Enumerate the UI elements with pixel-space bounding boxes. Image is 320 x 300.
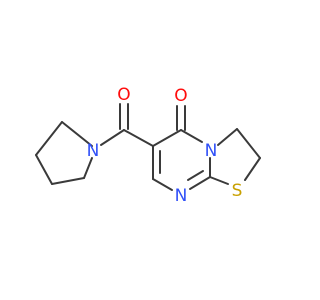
atom-s-ring: S xyxy=(232,181,243,201)
bond xyxy=(123,129,154,147)
molecule-structure: O O N N N S xyxy=(35,85,261,206)
bonds xyxy=(35,103,261,191)
atom-n-bridge: N xyxy=(205,141,218,161)
bond xyxy=(100,129,125,146)
atom-n-pyrrolidine: N xyxy=(87,141,100,161)
bond xyxy=(61,121,93,147)
atom-n-imine: N xyxy=(175,186,188,206)
bond xyxy=(189,176,211,190)
bond xyxy=(83,157,93,179)
atom-labels: O O N N N S xyxy=(87,85,243,206)
bond xyxy=(35,121,63,156)
bond xyxy=(244,157,261,181)
bond xyxy=(187,170,204,181)
atom-o-ring: O xyxy=(174,86,187,106)
bond xyxy=(236,128,261,159)
atom-o-carbonyl: O xyxy=(117,85,130,105)
bond xyxy=(209,176,229,185)
bond xyxy=(217,128,238,146)
bond xyxy=(152,129,182,147)
bond xyxy=(152,178,173,191)
bond xyxy=(35,154,53,185)
bond xyxy=(180,129,203,143)
bond xyxy=(51,177,85,185)
